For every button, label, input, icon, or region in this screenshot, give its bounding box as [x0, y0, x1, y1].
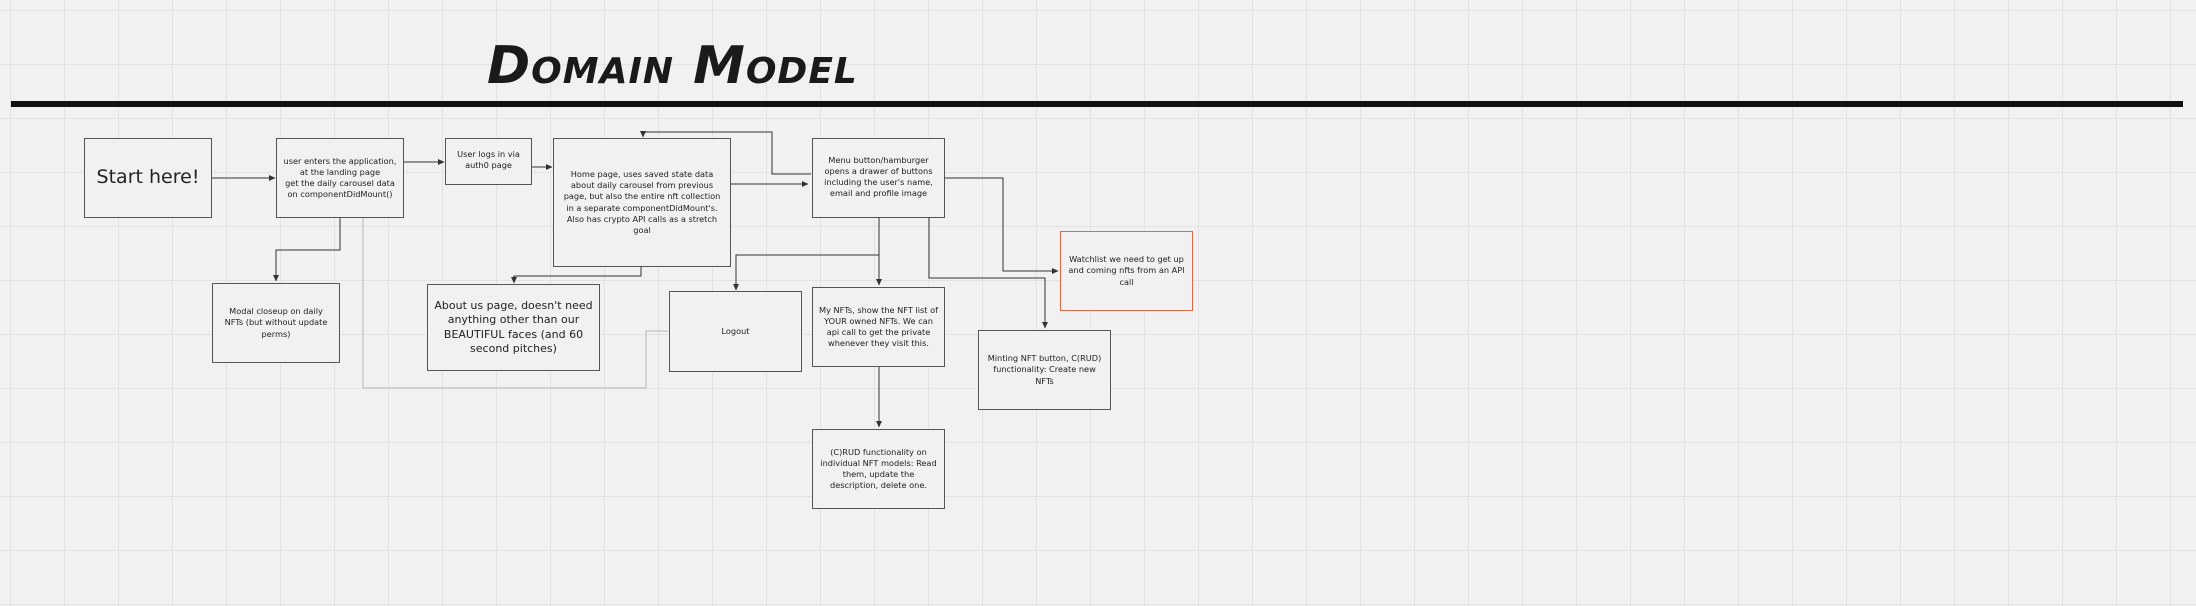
- node-home-page[interactable]: Home page, uses saved state data about d…: [553, 138, 731, 267]
- connector-enter-to-logout-faint: [362, 212, 668, 389]
- node-start[interactable]: Start here!: [84, 138, 212, 218]
- connector-menu-to-minting: [928, 218, 1048, 329]
- connector-menu-to-watchlist: [945, 177, 1059, 274]
- diagram-title: Domain Model: [487, 36, 858, 96]
- node-menu-drawer[interactable]: Menu button/hamburger opens a drawer of …: [812, 138, 945, 218]
- node-enter-application[interactable]: user enters the application, at the land…: [276, 138, 404, 218]
- node-minting-nft[interactable]: Minting NFT button, C(RUD) functionality…: [978, 330, 1111, 410]
- connector-menu-to-logout: [733, 218, 880, 291]
- connector-menu-to-home: [640, 131, 811, 175]
- connector-home-to-about: [511, 266, 642, 284]
- title-divider: [11, 101, 2183, 107]
- connector-enter-to-modal: [273, 217, 341, 282]
- node-about-us[interactable]: About us page, doesn't need anything oth…: [427, 284, 600, 371]
- node-login-auth0[interactable]: User logs in via auth0 page: [445, 138, 532, 185]
- node-crud-models[interactable]: (C)RUD functionality on individual NFT m…: [812, 429, 945, 509]
- node-logout[interactable]: Logout: [669, 291, 802, 372]
- node-my-nfts[interactable]: My NFTs, show the NFT list of YOUR owned…: [812, 287, 945, 367]
- node-watchlist[interactable]: Watchlist we need to get up and coming n…: [1060, 231, 1193, 311]
- node-modal-closeup[interactable]: Modal closeup on daily NFTs (but without…: [212, 283, 340, 363]
